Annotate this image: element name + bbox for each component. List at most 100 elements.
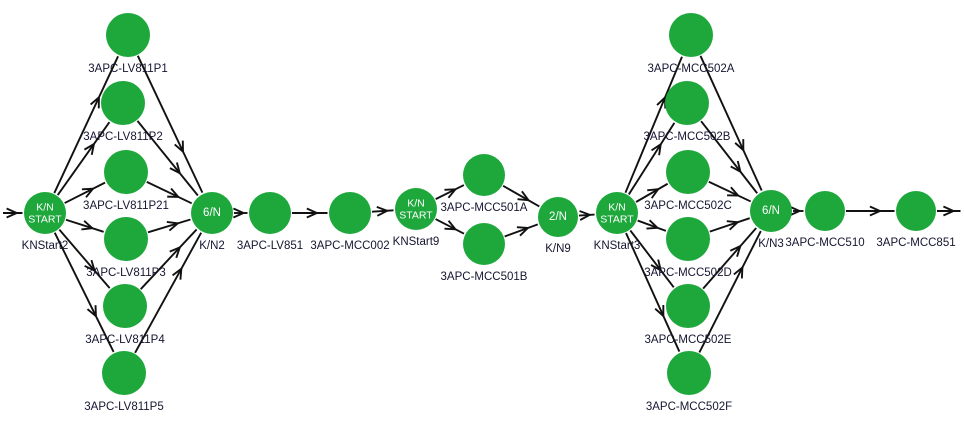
graph-node-mcc502a[interactable]: 3APC-MCC502A bbox=[648, 13, 735, 75]
node-circle[interactable] bbox=[596, 192, 638, 234]
graph-edge bbox=[635, 182, 669, 203]
graph-node-mcc002[interactable]: 3APC-MCC002 bbox=[310, 192, 390, 252]
graph-edge bbox=[700, 120, 758, 194]
graph-node-kn2[interactable]: 6/NK/N2 bbox=[191, 192, 233, 252]
graph-node-lv851[interactable]: 3APC-LV851 bbox=[237, 192, 303, 252]
node-label: 3APC-MCC501A bbox=[441, 202, 528, 214]
graph-node-mcc851[interactable]: 3APC-MCC851 bbox=[876, 191, 956, 249]
edges-layer bbox=[3, 55, 961, 354]
graph-edge bbox=[64, 181, 106, 204]
graph-node-lv811p21[interactable]: 3APC-LV811P21 bbox=[83, 150, 169, 212]
node-label: K/N9 bbox=[545, 243, 571, 255]
graph-edge bbox=[371, 205, 394, 217]
node-circle[interactable] bbox=[667, 351, 711, 395]
node-circle[interactable] bbox=[249, 192, 291, 234]
graph-edge bbox=[53, 55, 119, 194]
node-label: 3APC-LV811P1 bbox=[88, 63, 167, 75]
node-circle[interactable] bbox=[24, 192, 66, 234]
node-circle[interactable] bbox=[896, 191, 936, 231]
graph-node-kn9[interactable]: 2/NK/N9 bbox=[538, 197, 578, 255]
graph-edge bbox=[698, 230, 762, 353]
graph-edge bbox=[292, 207, 328, 219]
node-circle[interactable] bbox=[101, 81, 145, 125]
node-label: 3APC-MCC502C bbox=[644, 200, 732, 212]
node-circle[interactable] bbox=[538, 197, 578, 237]
graph-edge bbox=[147, 218, 191, 234]
node-label: 3APC-MCC851 bbox=[876, 237, 955, 249]
graph-edge bbox=[435, 218, 465, 235]
node-label: 3APC-LV851 bbox=[237, 240, 303, 252]
graph-edge bbox=[699, 55, 763, 191]
graph-edge bbox=[65, 218, 104, 233]
node-circle[interactable] bbox=[463, 154, 505, 196]
graph-node-mcc502b[interactable]: 3APC-MCC502B bbox=[644, 81, 731, 143]
graph-edge bbox=[708, 180, 752, 203]
graph-edge bbox=[628, 122, 676, 195]
node-label: 3APC-MCC502F bbox=[646, 401, 732, 413]
node-circle[interactable] bbox=[463, 223, 505, 265]
node-label: K/N2 bbox=[199, 240, 225, 252]
node-circle[interactable] bbox=[103, 284, 147, 328]
node-label: 3APC-MCC002 bbox=[310, 240, 389, 252]
graph-node-lv811p4[interactable]: 3APC-LV811P4 bbox=[85, 284, 165, 346]
graph-edge bbox=[146, 181, 193, 205]
graph-node-lv811p5[interactable]: 3APC-LV811P5 bbox=[84, 351, 164, 413]
graph-node-mcc502f[interactable]: 3APC-MCC502F bbox=[646, 351, 732, 413]
node-label: 3APC-MCC501B bbox=[441, 271, 528, 283]
node-circle[interactable] bbox=[395, 188, 437, 230]
graph-edge bbox=[846, 205, 895, 217]
node-label: 3APC-LV811P4 bbox=[85, 334, 165, 346]
node-circle[interactable] bbox=[329, 192, 371, 234]
graph-node-lv811p1[interactable]: 3APC-LV811P1 bbox=[88, 13, 168, 75]
node-circle[interactable] bbox=[666, 150, 710, 194]
node-label: 3APC-LV811P21 bbox=[83, 200, 169, 212]
graph-node-mcc502c[interactable]: 3APC-MCC502C bbox=[644, 150, 732, 212]
node-label: 3APC-LV811P5 bbox=[84, 401, 163, 413]
node-circle[interactable] bbox=[805, 191, 845, 231]
node-label: 3APC-MCC502E bbox=[645, 334, 732, 346]
graph-edge bbox=[937, 205, 961, 217]
graph-node-lv811p2[interactable]: 3APC-LV811P2 bbox=[83, 81, 163, 143]
graph-edge bbox=[136, 120, 199, 197]
graph-edge bbox=[56, 121, 111, 196]
node-circle[interactable] bbox=[666, 217, 710, 261]
node-label: 3APC-MCC502A bbox=[648, 63, 735, 75]
node-circle[interactable] bbox=[104, 150, 148, 194]
graph-node-mcc501a[interactable]: 3APC-MCC501A bbox=[441, 154, 528, 214]
node-circle[interactable] bbox=[666, 284, 710, 328]
node-circle[interactable] bbox=[669, 13, 713, 57]
graph-edge bbox=[702, 227, 757, 290]
graph-edge bbox=[140, 228, 198, 290]
node-label: KNStart9 bbox=[393, 236, 440, 248]
node-label: 3APC-LV811P3 bbox=[86, 267, 165, 279]
graph-edge bbox=[3, 207, 23, 219]
graph-edge bbox=[504, 223, 539, 238]
node-circle[interactable] bbox=[102, 351, 146, 395]
node-label: K/N3 bbox=[758, 238, 784, 250]
graph-edge bbox=[58, 229, 111, 289]
graph-edge bbox=[629, 229, 675, 288]
graph-edge bbox=[637, 219, 667, 232]
graph-edge bbox=[578, 210, 595, 221]
node-circle[interactable] bbox=[104, 217, 148, 261]
node-circle[interactable] bbox=[750, 190, 792, 232]
graph-edge bbox=[53, 232, 115, 353]
graph-node-lv811p3[interactable]: 3APC-LV811P3 bbox=[86, 217, 166, 279]
node-circle[interactable] bbox=[665, 81, 709, 125]
node-label: 3APC-MCC510 bbox=[785, 237, 864, 249]
graph-edge bbox=[435, 184, 465, 201]
graph-node-mcc510[interactable]: 3APC-MCC510 bbox=[785, 191, 865, 249]
graph-edge bbox=[233, 207, 248, 219]
node-circle[interactable] bbox=[191, 192, 233, 234]
graph-edge bbox=[709, 217, 750, 233]
graph-edge bbox=[136, 55, 204, 194]
graph-edge bbox=[502, 185, 540, 208]
graph-edge bbox=[625, 232, 681, 352]
node-circle[interactable] bbox=[106, 13, 150, 57]
